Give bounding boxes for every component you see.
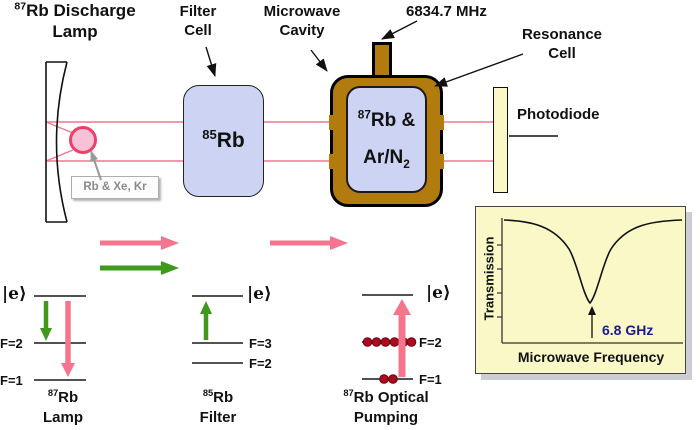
resonance-cell-line1: Rb & [370,110,416,131]
microwave-frequency-label: 6834.7 MHz [406,3,487,20]
cavity-notch [329,115,337,130]
filter-name-sup: 85 [202,388,214,398]
cavity-notch [436,154,444,169]
y-axis-ticks [497,244,502,318]
ket-e-filter: |e⟩ [247,284,272,304]
filter-cell-label: Filter Cell [160,2,236,40]
graph-xlabel: Microwave Frequency [517,349,665,365]
microwave-feed-stub [372,42,392,82]
photodiode-label: Photodiode [517,106,600,123]
cavity-notch [329,154,337,169]
resonance-label-line2: Cell [548,45,576,62]
pumping-diagram-name: 87Rb Optical Pumping [330,388,442,428]
mirror-shape [45,61,68,223]
lamp-bulb [69,126,97,154]
pumping-name2: Pumping [353,409,419,426]
transmission-plot [497,218,683,344]
filter-label-line2: Cell [184,22,212,39]
f1-label-pumping: F=1 [419,372,442,387]
f1-label-lamp: F=1 [0,373,23,388]
filter-name2: Filter [199,409,237,426]
cavity-label-line2: Cavity [279,22,325,39]
lamp-name: Rb [58,389,79,406]
lamp-diagram-name: 87Rb Lamp [7,388,119,428]
lamp-title-text: Rb Discharge [26,1,136,20]
f2-label-pumping: F=2 [419,335,442,350]
lamp-ray-upper [45,121,74,134]
transmission-graph-panel: Transmission Microwave Frequency 6.8 GHz [475,206,686,374]
lamp-gas-label: Rb & Xe, Kr [83,181,147,193]
resonance-cell-label: Resonance Cell [506,25,618,63]
filter-cell-sup: 85 [202,127,217,142]
cavity-notch [436,115,444,130]
lamp-gas-label-box: Rb & Xe, Kr [71,176,159,199]
resonance-label-line1: Resonance [521,26,603,43]
lamp-title-line2: Lamp [52,22,98,41]
f3-label-filter: F=3 [249,336,272,351]
filter-label-line1: Filter [179,3,217,20]
photodiode-box [493,87,508,193]
graph-annotation: 6.8 GHz [602,322,654,338]
lamp-ray-lower [45,149,74,162]
microwave-cavity-label: Microwave Cavity [251,2,353,40]
filter-diagram-name: 85Rb Filter [162,388,274,428]
filter-cell-box: 85Rb [183,85,264,197]
graph-ylabel: Transmission [481,236,497,321]
lamp-title-sup: 87 [14,0,27,13]
pumping-name-sup: 87 [343,388,354,398]
filter-cell-text: Rb [216,129,245,152]
resonance-cell-sup: 87 [357,108,371,122]
discharge-lamp-title: 87Rb Discharge Lamp [0,0,150,42]
f2-label-lamp: F=2 [0,336,23,351]
pumping-name: Rb Optical [353,389,429,406]
ket-e-pumping: |e⟩ [426,283,451,303]
resonance-cell-box: 87Rb & Ar/N2 [346,86,427,193]
resonance-cell-line2: Ar/N [363,147,404,168]
lamp-name2: Lamp [42,409,83,426]
f2-label-filter: F=2 [249,356,272,371]
dip-annotation-arrowhead [588,306,596,315]
filter-name: Rb [213,389,234,406]
transmission-dip-curve [503,219,683,305]
ket-e-lamp: |e⟩ [2,284,27,304]
lamp-name-sup: 87 [47,388,59,398]
resonance-cell-sub: 2 [403,157,410,171]
cavity-label-line1: Microwave [263,3,341,20]
